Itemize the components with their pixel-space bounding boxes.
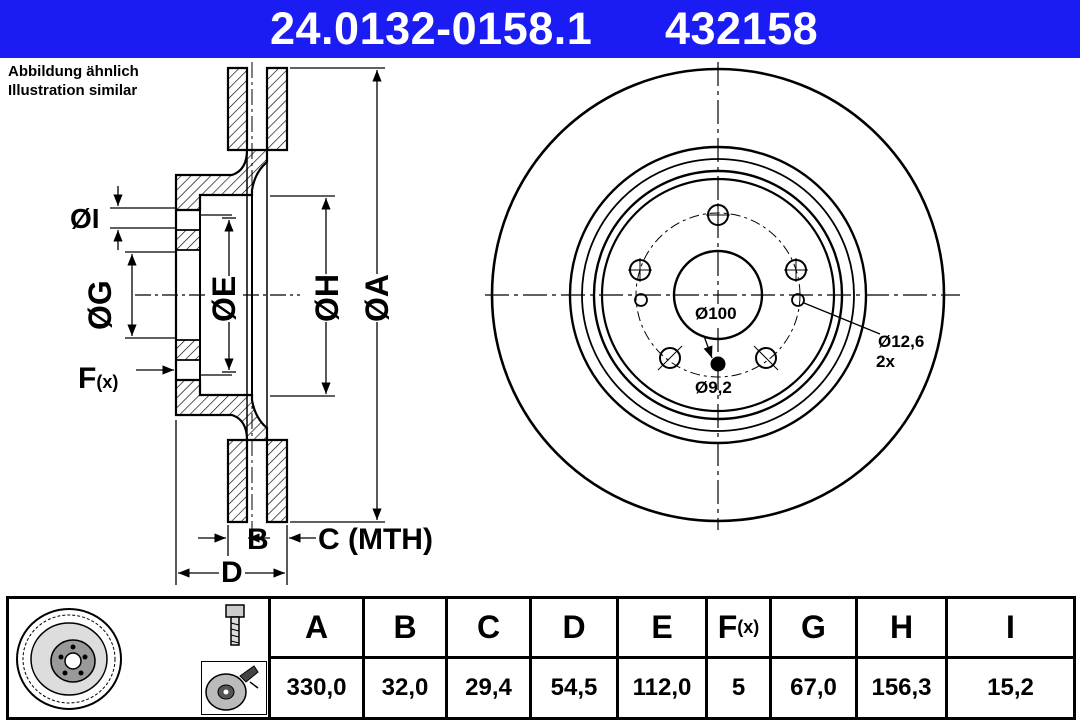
value-h: 156,3 [871,674,932,701]
header-e: E [651,609,673,645]
spec-table: A B C D E F(x) G H I 330,0 32,0 29,4 54,… [6,596,1076,720]
label-small-hole: Ø9,2 [695,378,732,397]
note-english: Illustration similar [8,82,138,99]
header-a: A [304,609,329,645]
part-number: 24.0132-0158.1 [270,3,593,54]
value-e: 112,0 [632,674,692,701]
label-dia-a: ØA [359,274,396,322]
cross-section-view [135,62,300,530]
bolt-icon [209,603,264,653]
header-h: H [889,609,914,645]
label-pcd: Ø100 [695,304,737,324]
label-f: F(x) [78,362,118,396]
label-dia-h: ØH [309,274,346,322]
label-f-sub: (x) [96,372,119,392]
header-i: I [1006,609,1015,645]
title-bar: 24.0132-0158.1 432158 [0,0,1080,58]
label-d: D [219,556,245,590]
table-row-divider [268,656,1073,659]
header-b: B [393,609,417,645]
note-german: Abbildung ähnlich [8,63,139,80]
brake-disc-icon [11,603,131,715]
value-i: 15,2 [987,674,1034,701]
label-hole-count: 2x [876,352,895,371]
label-c: C (MTH) [318,523,433,556]
value-a: 330,0 [286,674,347,701]
label-b: B [247,523,269,556]
header-g: G [801,609,826,645]
value-f: 5 [731,674,746,701]
front-view [485,62,960,530]
label-f-main: F [78,362,97,395]
value-g: 67,0 [790,674,837,701]
technical-drawing [110,62,960,585]
header-f: F(x) [708,599,769,656]
value-d: 54,5 [550,674,598,701]
header-d: D [562,609,586,645]
illustration-note: Abbildung ähnlich Illustration similar [8,62,139,100]
label-dia-i: ØI [70,203,100,234]
header-c: C [476,609,501,645]
header-f-main: F [717,609,738,645]
label-hole: Ø12,6 [878,332,925,351]
value-b: 32,0 [381,674,429,701]
header-f-sub: (x) [737,617,760,637]
reference-number: 432158 [665,3,819,54]
label-dia-e: ØE [206,275,243,322]
wheel-hub-icon [201,661,267,715]
value-c: 29,4 [465,674,512,701]
label-dia-g: ØG [82,280,118,330]
